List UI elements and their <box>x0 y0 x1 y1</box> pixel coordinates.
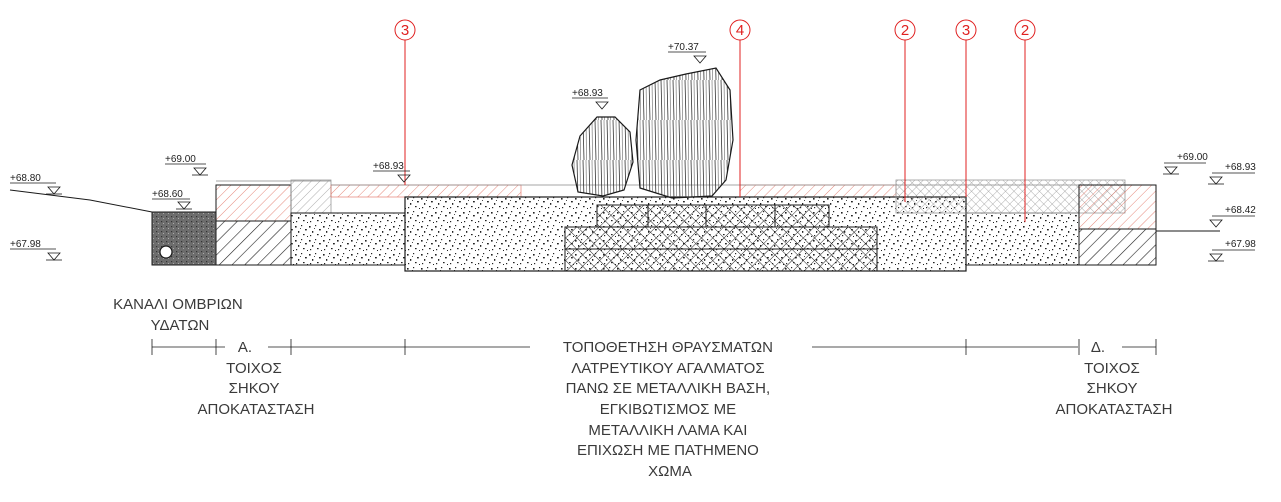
caption-center-line-7: ΧΩΜΑ <box>648 463 692 480</box>
elevation-label-10: +68.42 <box>1225 205 1256 216</box>
metal-base-top <box>596 204 830 228</box>
callout-2: 4 <box>729 19 751 41</box>
caption-center-line-3: ΠΑΝΩ ΣΕ ΜΕΤΑΛΛΙΚΗ ΒΑΣΗ, <box>566 380 771 397</box>
callout-5-label: 2 <box>1021 22 1029 39</box>
wall-a-base <box>215 220 292 266</box>
elevation-label-11: +67.98 <box>1225 239 1256 250</box>
elevation-label-7: +70.37 <box>668 42 699 53</box>
elevation-marker-5: +68.93 <box>373 161 411 183</box>
elevation-label-6: +68.93 <box>572 88 603 99</box>
callout-1-label: 3 <box>401 22 409 39</box>
elevation-marker-8: +69.00 <box>1163 152 1208 175</box>
elevation-label-1: +68.80 <box>10 173 41 184</box>
elevation-label-5: +68.93 <box>373 161 404 172</box>
caption-wall-d-line-3: ΣΗΚΟΥ <box>1087 380 1138 397</box>
caption-channel: ΚΑΝΑΛΙ ΟΜΒΡΙΩΝ ΥΔΑΤΩΝ <box>113 296 247 334</box>
elevation-label-4: +69.00 <box>165 154 196 165</box>
fill-right <box>965 212 1080 266</box>
statue-fragment-small <box>571 116 634 197</box>
caption-wall-a-line-1: Α. <box>238 339 252 356</box>
caption-channel-line-2: ΥΔΑΤΩΝ <box>151 317 210 334</box>
callout-2-label: 4 <box>736 22 744 39</box>
callout-5: 2 <box>1014 19 1036 41</box>
caption-center: ΤΟΠΟΘΕΤΗΣΗ ΘΡΑΥΣΜΑΤΩΝ ΛΑΤΡΕΥΤΙΚΟΥ ΑΓΑΛΜΑ… <box>563 339 777 480</box>
elevation-label-8: +69.00 <box>1177 152 1208 163</box>
elevation-marker-1: +68.80 <box>10 173 62 195</box>
channel-pipe <box>159 245 173 259</box>
fill-left <box>290 212 406 266</box>
callout-3-label: 2 <box>901 22 909 39</box>
paving-left <box>330 184 522 198</box>
elevation-label-2: +68.60 <box>152 189 183 200</box>
callout-3: 2 <box>894 19 916 41</box>
elevation-marker-3: +67.98 <box>10 239 62 261</box>
elevation-marker-2: +68.60 <box>152 189 192 210</box>
caption-center-line-1: ΤΟΠΟΘΕΤΗΣΗ ΘΡΑΥΣΜΑΤΩΝ <box>563 339 773 356</box>
wall-d-top-red <box>1078 184 1157 230</box>
wall-a-top-red <box>215 184 292 222</box>
caption-center-line-6: ΕΠΙΧΩΣΗ ΜΕ ΠΑΤΗΜΕΝΟ <box>577 442 759 459</box>
statue-fragment-large <box>635 67 734 199</box>
elevation-label-3: +67.98 <box>10 239 41 250</box>
caption-center-line-2: ΛΑΤΡΕΥΤΙΚΟΥ ΑΓΑΛΜΑΤΟΣ <box>571 360 764 377</box>
wall-a-top-grey <box>290 179 332 214</box>
caption-wall-a-line-4: ΑΠΟΚΑΤΑΣΤΑΣΗ <box>198 401 315 418</box>
elevation-marker-7: +70.37 <box>668 42 707 64</box>
caption-channel-line-1: ΚΑΝΑΛΙ ΟΜΒΡΙΩΝ <box>113 296 243 313</box>
callout-1: 3 <box>394 19 416 41</box>
caption-wall-a: Α. ΤΟΙΧΟΣ ΣΗΚΟΥ ΑΠΟΚΑΤΑΣΤΑΣΗ <box>198 339 315 418</box>
caption-center-line-5: ΜΕΤΑΛΛΙΚΗ ΛΑΜΑ ΚΑΙ <box>588 422 747 439</box>
caption-wall-d-line-1: Δ. <box>1091 339 1105 356</box>
caption-wall-d: Δ. ΤΟΙΧΟΣ ΣΗΚΟΥ ΑΠΟΚΑΤΑΣΤΑΣΗ <box>1056 339 1173 418</box>
callout-4-label: 3 <box>962 22 970 39</box>
paving-right <box>739 184 897 198</box>
dimension-line <box>151 339 1157 355</box>
elevation-marker-9: +68.93 <box>1208 162 1256 185</box>
caption-wall-d-line-4: ΑΠΟΚΑΤΑΣΤΑΣΗ <box>1056 401 1173 418</box>
wall-d-base <box>1078 228 1157 266</box>
ground-line-left <box>9 189 153 213</box>
elevation-marker-10: +68.42 <box>1209 205 1256 228</box>
caption-wall-a-line-3: ΣΗΚΟΥ <box>229 380 280 397</box>
caption-wall-a-line-2: ΤΟΙΧΟΣ <box>226 360 282 377</box>
elevation-marker-4: +69.00 <box>165 154 208 176</box>
elevation-marker-11: +67.98 <box>1208 239 1256 262</box>
callout-4: 3 <box>955 19 977 41</box>
storm-channel <box>151 211 217 266</box>
caption-wall-d-line-2: ΤΟΙΧΟΣ <box>1084 360 1140 377</box>
elevation-label-9: +68.93 <box>1225 162 1256 173</box>
caption-center-line-4: ΕΓΚΙΒΩΤΙΣΜΟΣ ΜΕ <box>600 401 736 418</box>
elevation-marker-6: +68.93 <box>572 88 609 110</box>
